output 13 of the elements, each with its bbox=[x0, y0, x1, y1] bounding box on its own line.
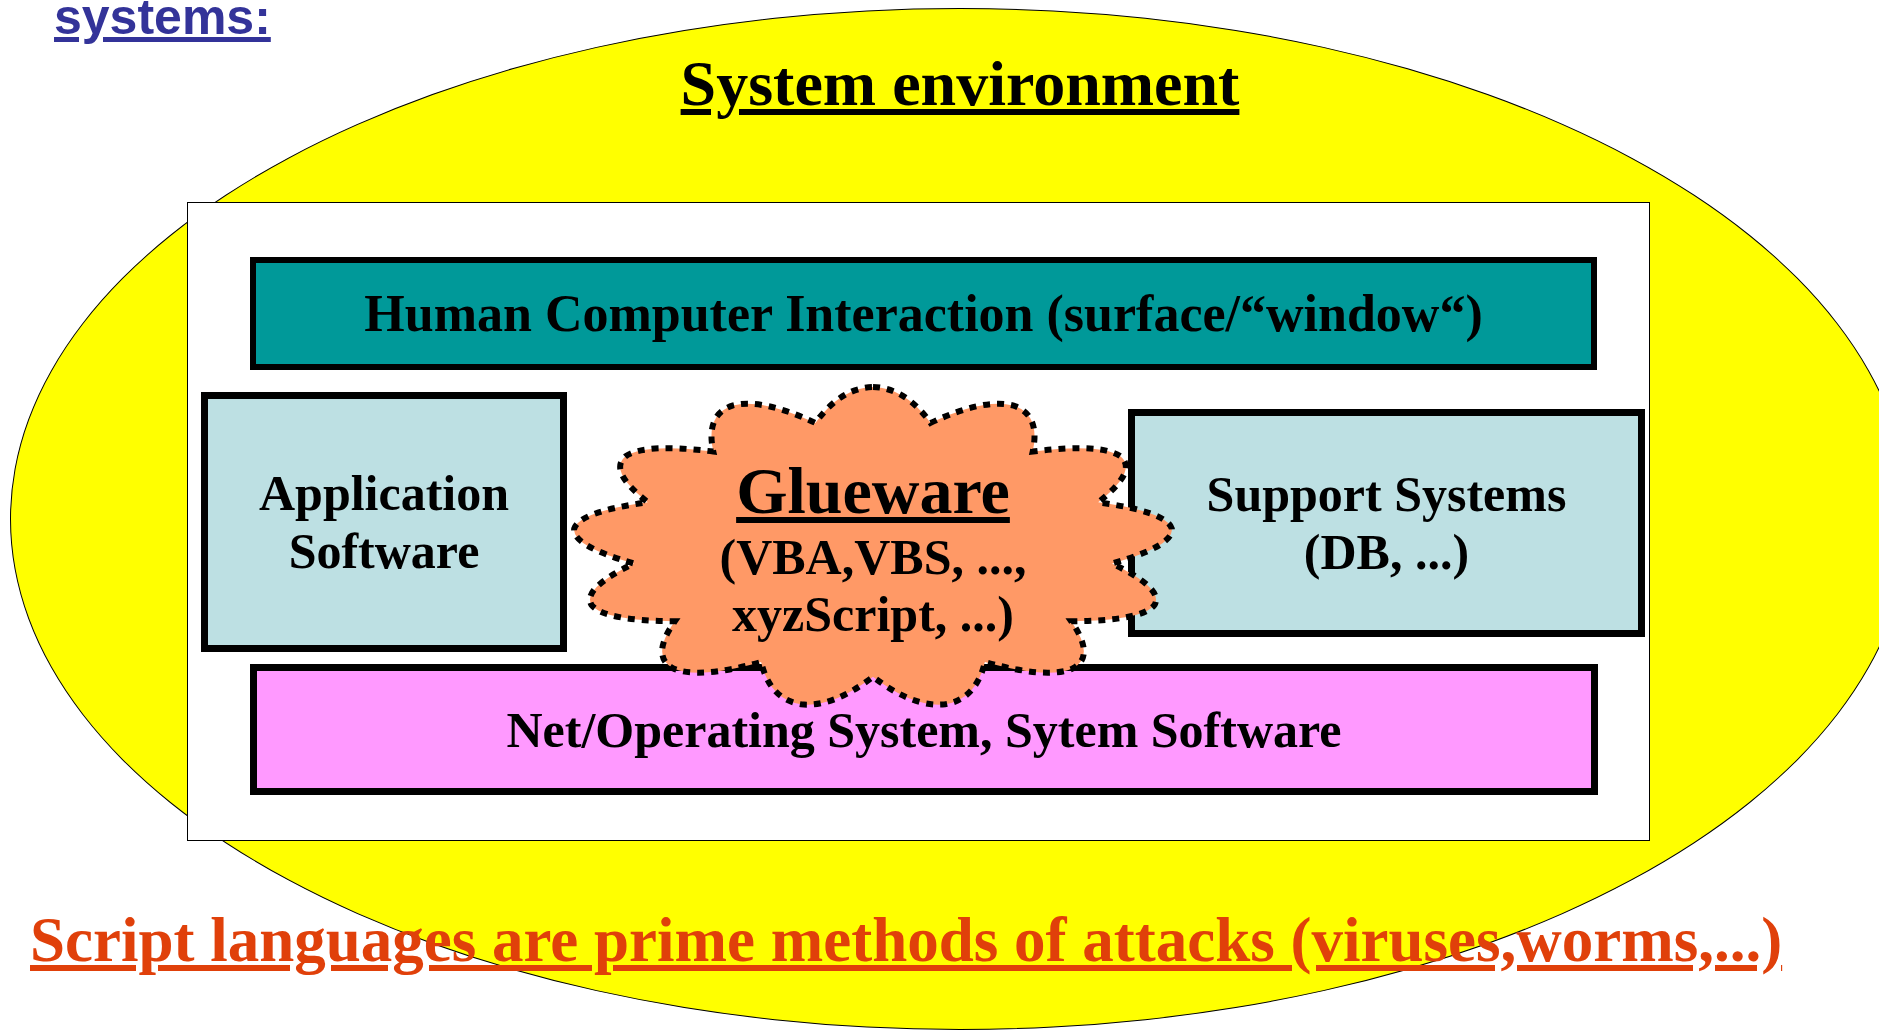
layer-box bbox=[201, 392, 567, 652]
cloud-title: Glueware bbox=[736, 452, 1010, 529]
cloud-text: (VBA,VBS, ..., xyzScript, ...) bbox=[718, 528, 1028, 644]
layer-label: Support Systems (DB, ...) bbox=[1205, 465, 1568, 581]
layer-label: Human Computer Interaction (surface/“window“) bbox=[364, 284, 1483, 343]
layer-box bbox=[250, 664, 1598, 795]
layer-label: Application Software bbox=[257, 464, 511, 580]
layer-label: Net/Operating System, Sytem Software bbox=[506, 700, 1342, 759]
environment-title: System environment bbox=[680, 47, 1240, 121]
layer-box bbox=[250, 257, 1597, 370]
heading-fragment: systems: bbox=[54, 0, 271, 46]
layer-box bbox=[1128, 409, 1645, 637]
system-panel bbox=[187, 202, 1650, 841]
